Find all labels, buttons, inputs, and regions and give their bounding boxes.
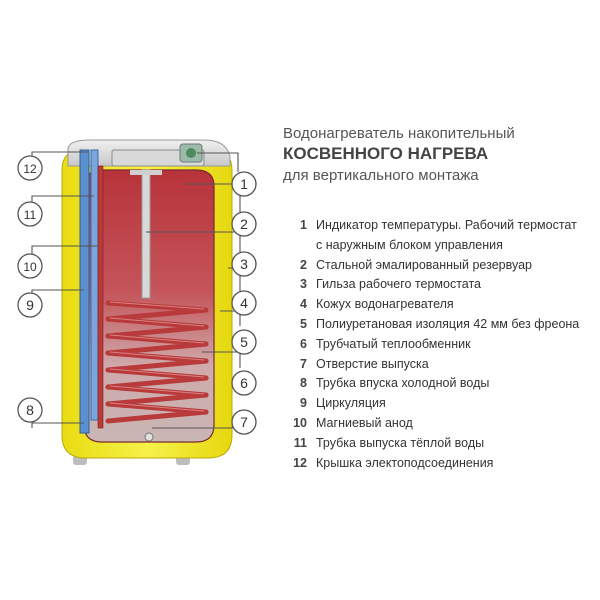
magnesium-anode (97, 165, 104, 429)
legend-item-continuation: с наружным блоком управления (316, 237, 503, 252)
cold-inlet-pipe (79, 149, 90, 434)
title-line-3: для вертикального монтажа (283, 167, 479, 184)
title-line-2: КОСВЕННОГО НАГРЕВА (283, 144, 489, 163)
title-line-1: Водонагреватель накопительный (283, 125, 515, 142)
temperature-indicator (186, 148, 196, 158)
thermostat-sleeve (141, 169, 151, 299)
heat-exchanger-coil (105, 300, 209, 424)
drain-hole (144, 432, 154, 442)
hot-outlet-pipe (90, 149, 99, 421)
